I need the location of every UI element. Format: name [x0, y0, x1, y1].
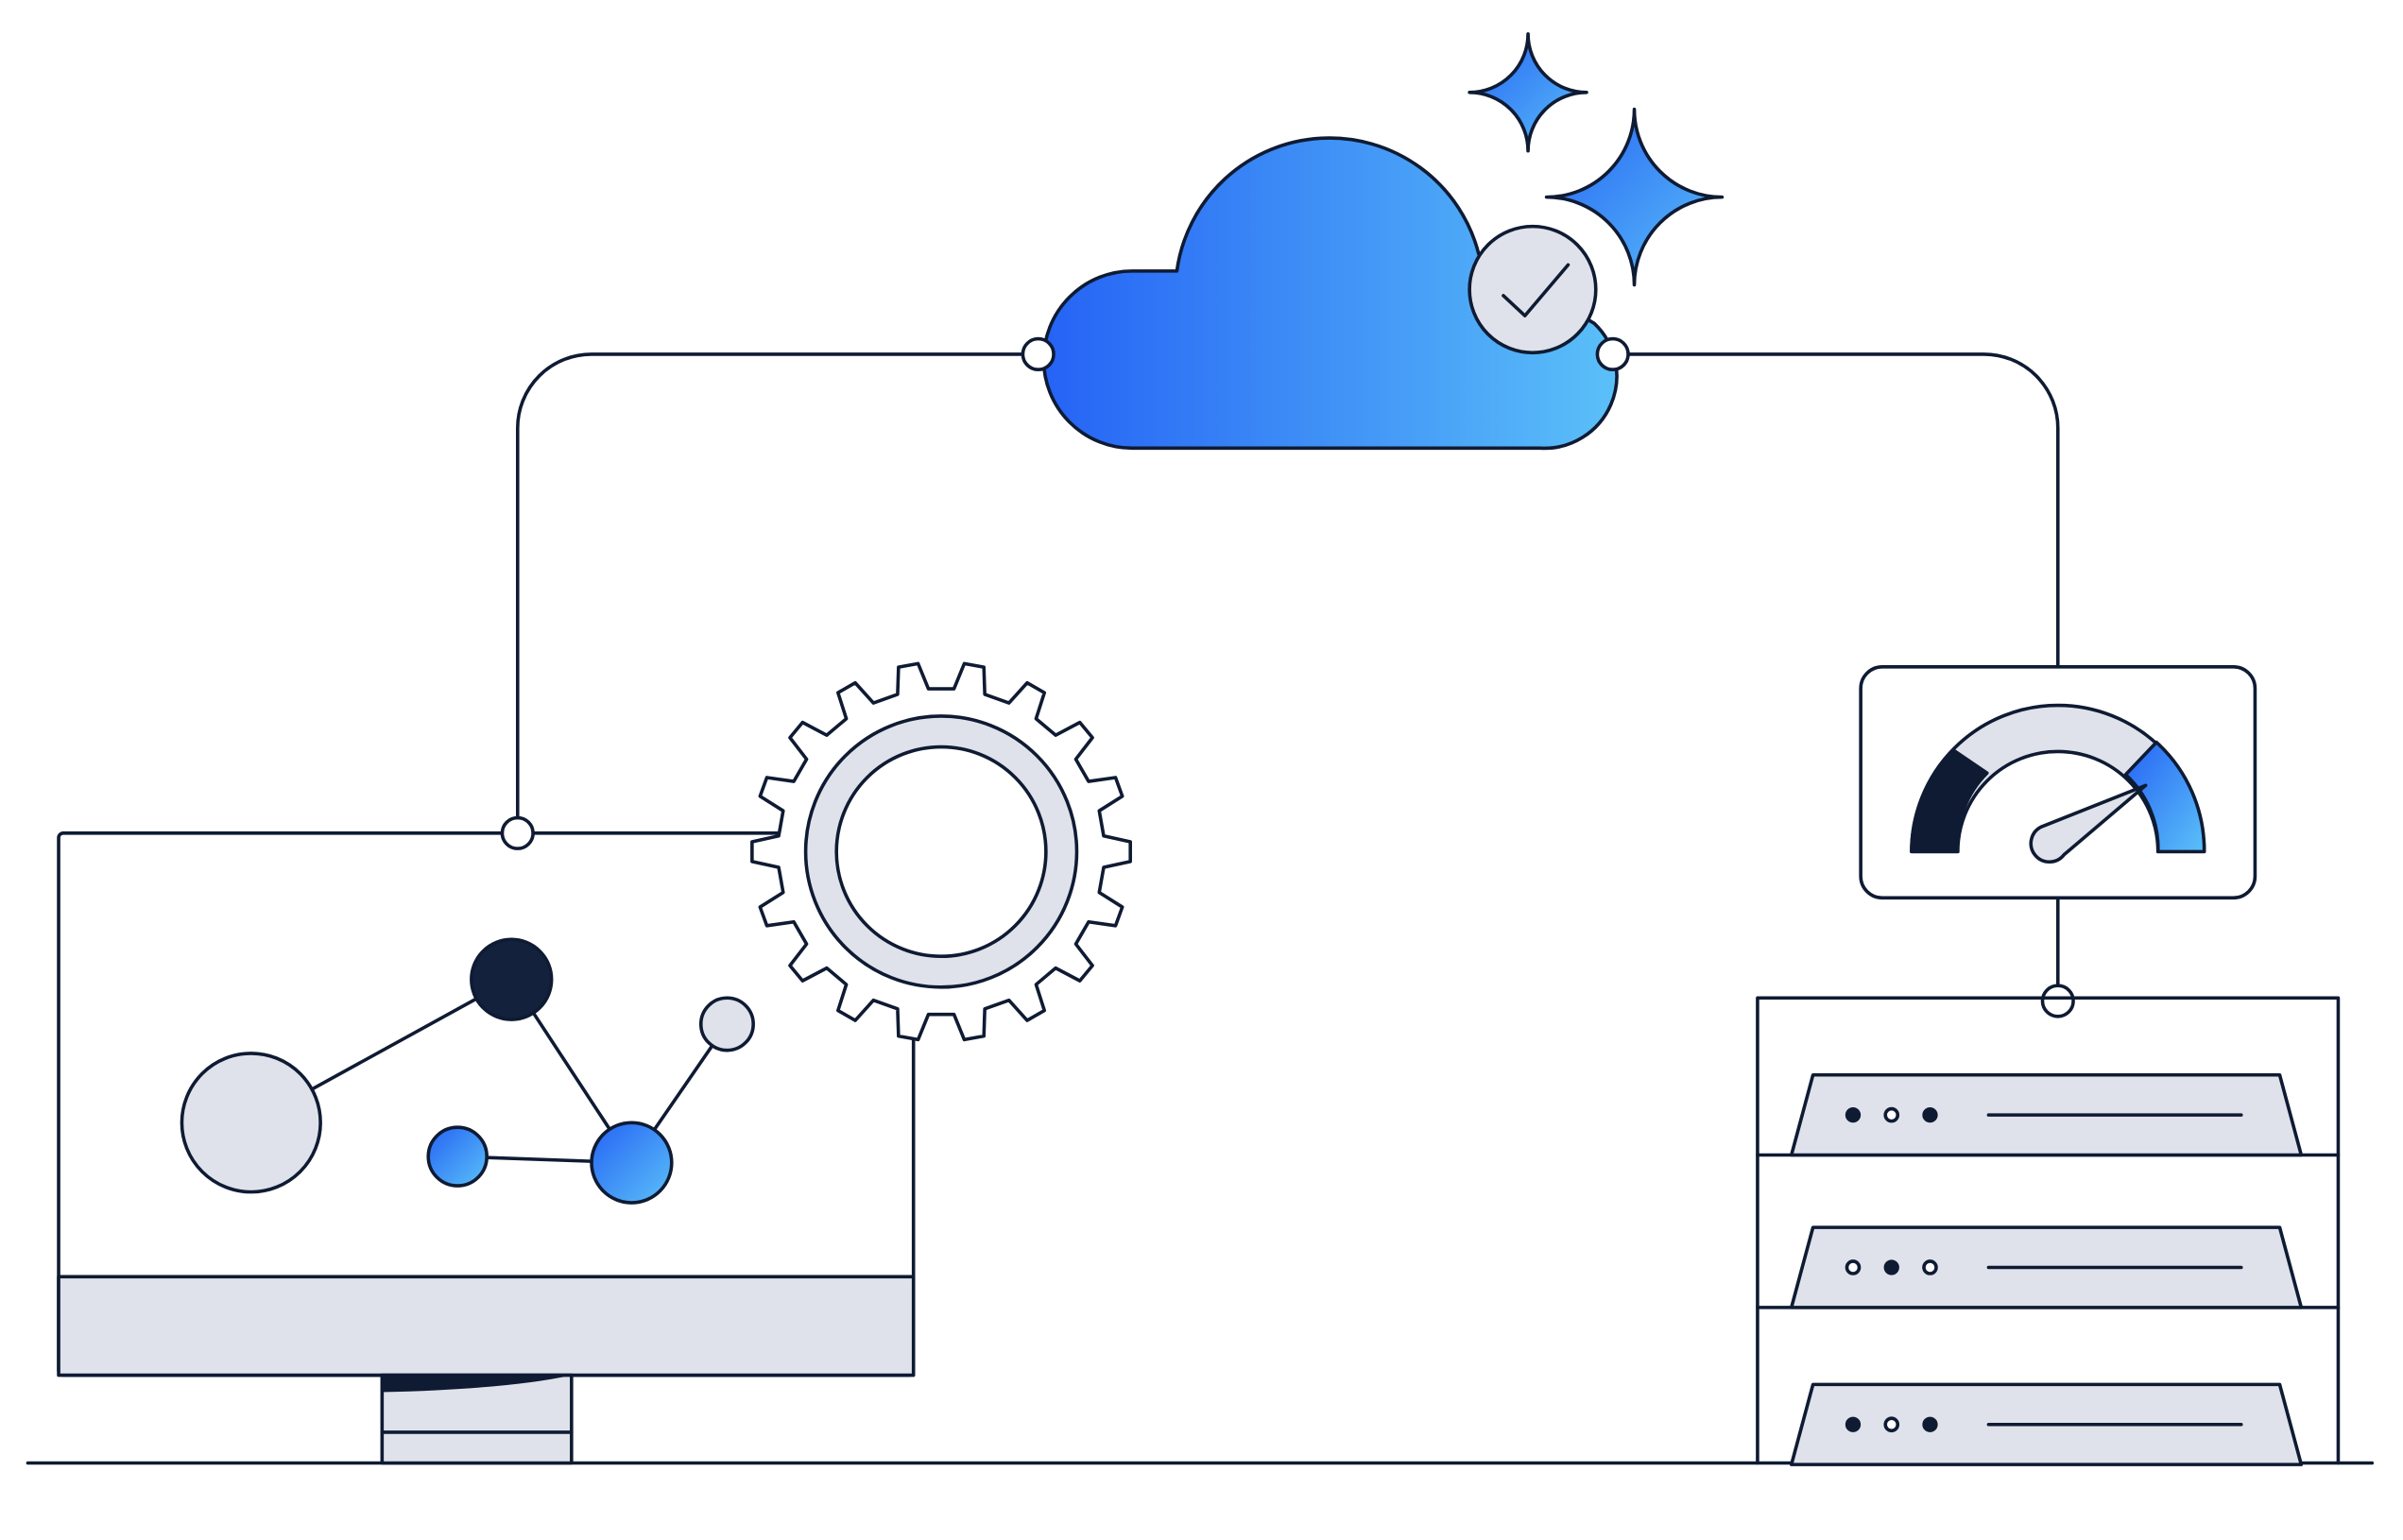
server-unit	[1789, 1382, 2304, 1466]
server-rack	[1756, 996, 2341, 1466]
connector-dot	[1595, 336, 1630, 371]
connector-left	[515, 352, 1040, 835]
sparkle-icon	[1544, 107, 1725, 287]
gauge-high-segment	[2123, 740, 2206, 854]
check-badge	[1468, 224, 1598, 355]
gear-icon	[750, 661, 1132, 1042]
connector-dot	[2040, 984, 2075, 1018]
sparkle-icon	[1468, 32, 1588, 153]
connector-dot	[500, 815, 535, 850]
graph-node-large	[180, 1052, 322, 1194]
graph-node-dark	[470, 937, 554, 1021]
server-unit	[1789, 1072, 2304, 1157]
status-light	[1883, 1106, 1900, 1123]
server-unit	[1789, 1225, 2304, 1309]
status-light	[1845, 1106, 1862, 1123]
connector-dot	[1021, 336, 1056, 371]
connector-right	[1610, 352, 2060, 669]
status-light	[1845, 1259, 1862, 1275]
gear-hole	[834, 744, 1048, 959]
gauge-low-segment	[1910, 748, 1989, 854]
monitor-stand	[380, 1373, 574, 1465]
status-light	[1883, 1416, 1900, 1433]
gauge-needle	[2029, 783, 2148, 864]
status-light	[1922, 1106, 1938, 1123]
monitor	[57, 831, 916, 1465]
network-graph	[180, 937, 755, 1205]
speed-gauge	[1859, 664, 2257, 900]
graph-node-blue	[590, 1121, 674, 1205]
status-light	[1922, 1259, 1938, 1275]
status-light	[1922, 1416, 1938, 1432]
graph-node-blue-small	[426, 1125, 489, 1188]
graph-node-small	[698, 996, 755, 1052]
status-light	[1883, 1259, 1899, 1275]
check-icon	[1502, 263, 1571, 317]
status-light	[1845, 1416, 1862, 1432]
stand-shadow	[382, 1375, 572, 1393]
